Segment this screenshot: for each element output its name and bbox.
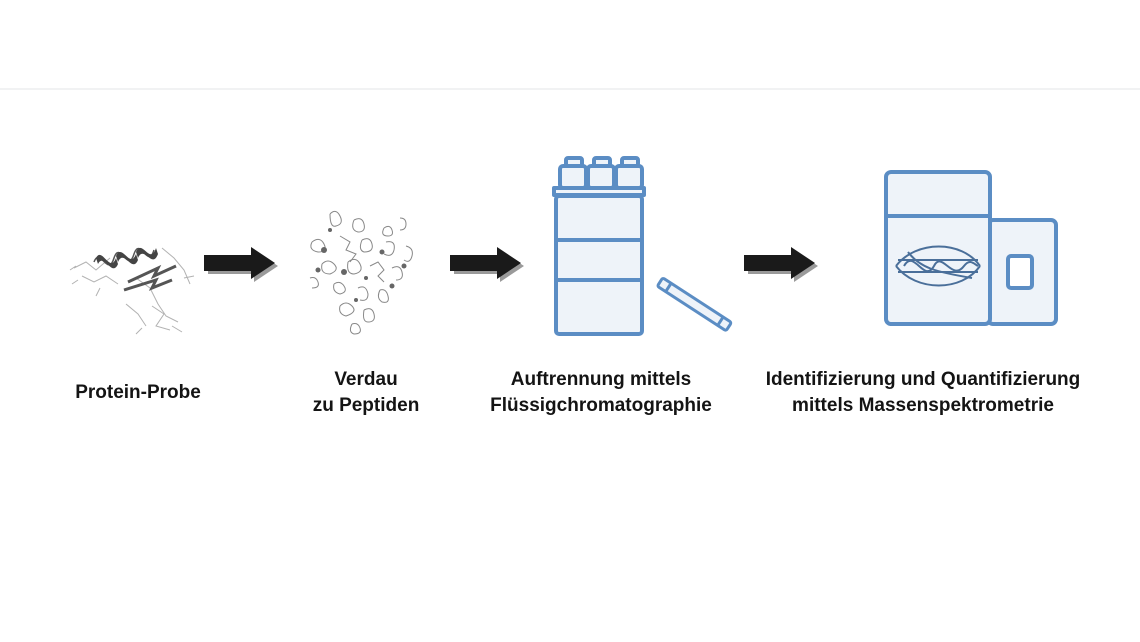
label-line: Protein-Probe [75, 382, 201, 403]
arrow-right-icon [744, 247, 818, 282]
label-line: zu Peptiden [312, 395, 420, 416]
arrow-right-icon [204, 247, 278, 282]
label-line: Flüssigchromatographie [490, 395, 712, 416]
mass-spectrometer-icon [884, 170, 1058, 326]
label-line: Identifizierung und Quantifizierung [765, 369, 1081, 390]
label-line: Verdau [334, 369, 398, 390]
step-label-protein-probe: Protein-Probe [48, 380, 228, 406]
step-label-mass-spec: Identifizierung und Quantifizierung mitt… [752, 367, 1094, 419]
header-divider [0, 88, 1140, 90]
arrow-right-icon [450, 247, 524, 282]
label-line: mittels Massenspektrometrie [792, 395, 1054, 416]
label-line: Auftrennung mittels [510, 369, 692, 390]
step-label-digestion: Verdau zu Peptiden [286, 367, 446, 419]
peptides-icon [309, 210, 413, 335]
protein-structure-icon [69, 247, 195, 335]
hplc-instrument-icon [552, 156, 733, 336]
step-label-chromatography: Auftrennung mittels Flüssigchromatograph… [476, 367, 726, 419]
